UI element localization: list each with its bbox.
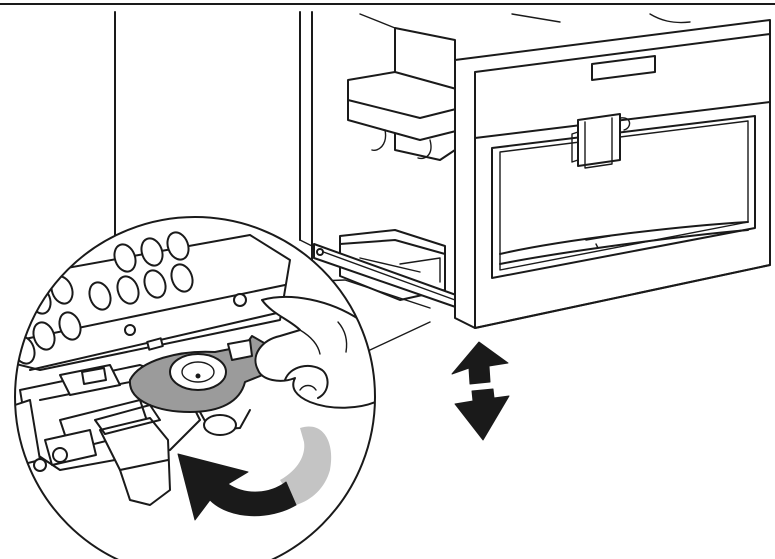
locking-lever [128, 335, 286, 436]
appliance-body [454, 19, 771, 329]
hand [254, 295, 375, 409]
rotate-arrow-icon [177, 426, 332, 521]
inner-shelf [347, 13, 691, 161]
down-arrow-icon [454, 388, 510, 441]
up-arrow-icon [451, 341, 509, 385]
perforated-plate [15, 231, 291, 371]
grip-plate [94, 404, 171, 506]
detail-zoom-circle [14, 216, 376, 559]
zoom-circle-border [14, 216, 376, 559]
